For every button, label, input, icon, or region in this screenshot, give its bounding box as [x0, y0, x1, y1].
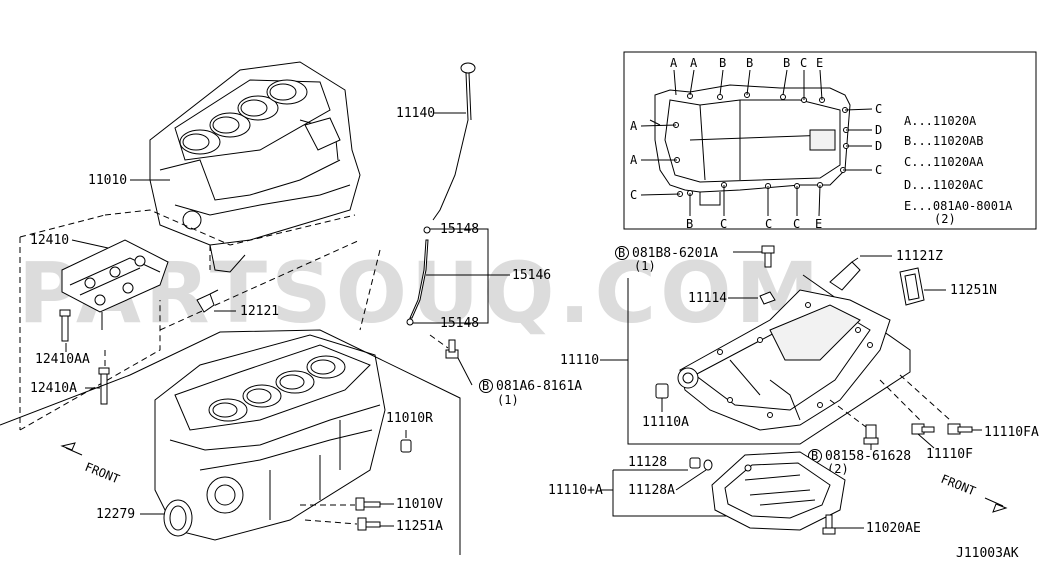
inset-letter: A [630, 119, 638, 133]
oil-seal-12279[interactable] [163, 499, 193, 537]
callout-15148-lower: 15148 [440, 316, 479, 331]
callout-081A6: 081A6-8161A [496, 379, 582, 394]
inset-frame [623, 51, 1037, 230]
inset-letter: A [630, 153, 638, 167]
svg-text:FRONT: FRONT [83, 460, 122, 487]
gasket-11251N[interactable] [899, 267, 925, 306]
svg-text:D...11020AC: D...11020AC [904, 178, 984, 192]
bolt-marker-08158: B [811, 449, 818, 463]
inset-letter: B [719, 56, 726, 70]
callout-11020AE: 11020AE [866, 521, 921, 536]
inset-legend: A...11020A B...11020AB C...11020AA D...1… [904, 114, 1013, 226]
bolt-marker-081A6: B [482, 379, 489, 393]
inset-letter: C [800, 56, 807, 70]
callout-12121: 12121 [240, 304, 279, 319]
inset-letter: A [670, 56, 678, 70]
svg-text:B...11020AB: B...11020AB [904, 134, 984, 148]
bolt-081B8[interactable] [761, 245, 775, 268]
inset-letter: C [875, 102, 882, 116]
inset-letter: B [783, 56, 790, 70]
diagram-code: J11003AK [956, 546, 1019, 561]
bolt-08158[interactable] [863, 424, 879, 445]
oil-pan-upper-11110[interactable] [677, 289, 891, 431]
inset-letter: D [875, 123, 882, 137]
callout-11010R: 11010R [386, 411, 433, 426]
callout-11128: 11128 [628, 455, 667, 470]
callout-11140: 11140 [396, 106, 435, 121]
plug-11110A[interactable] [655, 383, 669, 399]
callout-11251N: 11251N [950, 283, 997, 298]
callout-11128A: 11128A [628, 483, 675, 498]
inset-letter: B [746, 56, 753, 70]
svg-text:E...081A0-8001A: E...081A0-8001A [904, 199, 1013, 213]
callout-11121Z: 11121Z [896, 249, 943, 264]
bearing-beam-12410[interactable] [61, 239, 169, 330]
oil-pan-lower[interactable] [711, 451, 846, 531]
plug-11010R[interactable] [400, 439, 412, 453]
callout-11110: 11110 [560, 353, 599, 368]
front-arrow-right: FRONT [939, 472, 1008, 513]
bolt-11010V[interactable] [355, 497, 381, 511]
callout-11010V: 11010V [396, 497, 443, 512]
inset-letter: C [630, 188, 637, 202]
callout-11110FA: 11110FA [984, 425, 1039, 440]
bolt-11110F[interactable] [911, 423, 935, 435]
inset-letter: C [875, 163, 882, 177]
inset-letter: D [875, 139, 882, 153]
callout-15148-upper: 15148 [440, 222, 479, 237]
bolt-12410AA[interactable] [59, 309, 71, 342]
bolt-marker-081B8: B [618, 246, 625, 260]
svg-text:C...11020AA: C...11020AA [904, 155, 984, 169]
callout-12410AA: 12410AA [35, 352, 90, 367]
callout-08158: 08158-61628 [825, 449, 911, 464]
inset-letter: C [720, 217, 727, 231]
inset-letter: C [793, 217, 800, 231]
bolt-11110FA[interactable] [947, 423, 973, 435]
callout-12410: 12410 [30, 233, 69, 248]
guide-tube-15146[interactable] [406, 226, 431, 326]
callout-11251A: 11251A [396, 519, 443, 534]
inset-letter: E [815, 217, 822, 231]
callout-11110A: 11110A [642, 415, 689, 430]
bolt-12410A[interactable] [98, 367, 110, 405]
callout-12410A: 12410A [30, 381, 77, 396]
callout-081A6-qty: (1) [497, 393, 519, 407]
inset-letter: A [690, 56, 698, 70]
callout-081B8-qty: (1) [634, 259, 656, 273]
svg-text:(2): (2) [934, 212, 956, 226]
callout-11114: 11114 [688, 291, 727, 306]
front-arrow-left: FRONT [60, 442, 122, 487]
inset-letter: B [686, 217, 693, 231]
dipstick-11140[interactable] [432, 62, 476, 221]
svg-text:FRONT: FRONT [939, 472, 978, 499]
svg-text:A...11020A: A...11020A [904, 114, 977, 128]
callout-11110F: 11110F [926, 447, 973, 462]
inset-letter: E [816, 56, 823, 70]
callout-11010: 11010 [88, 173, 127, 188]
bracket-11121Z[interactable] [829, 257, 861, 291]
bolt-11251A[interactable] [357, 517, 381, 531]
bolt-081A6[interactable] [445, 339, 459, 359]
callout-11110plusA: 11110+A [548, 483, 603, 498]
sensor-12121[interactable] [196, 289, 219, 313]
callout-12279: 12279 [96, 507, 135, 522]
callout-081B8: 081B8-6201A [632, 246, 718, 261]
bolt-11020AE[interactable] [822, 514, 836, 535]
callout-15146: 15146 [512, 268, 551, 283]
inset-letter: C [765, 217, 772, 231]
cylinder-block-lower[interactable] [154, 334, 386, 541]
cylinder-block-upper[interactable] [149, 61, 361, 273]
baffle-11114[interactable] [759, 291, 776, 305]
drain-plug-11128[interactable] [689, 457, 713, 471]
